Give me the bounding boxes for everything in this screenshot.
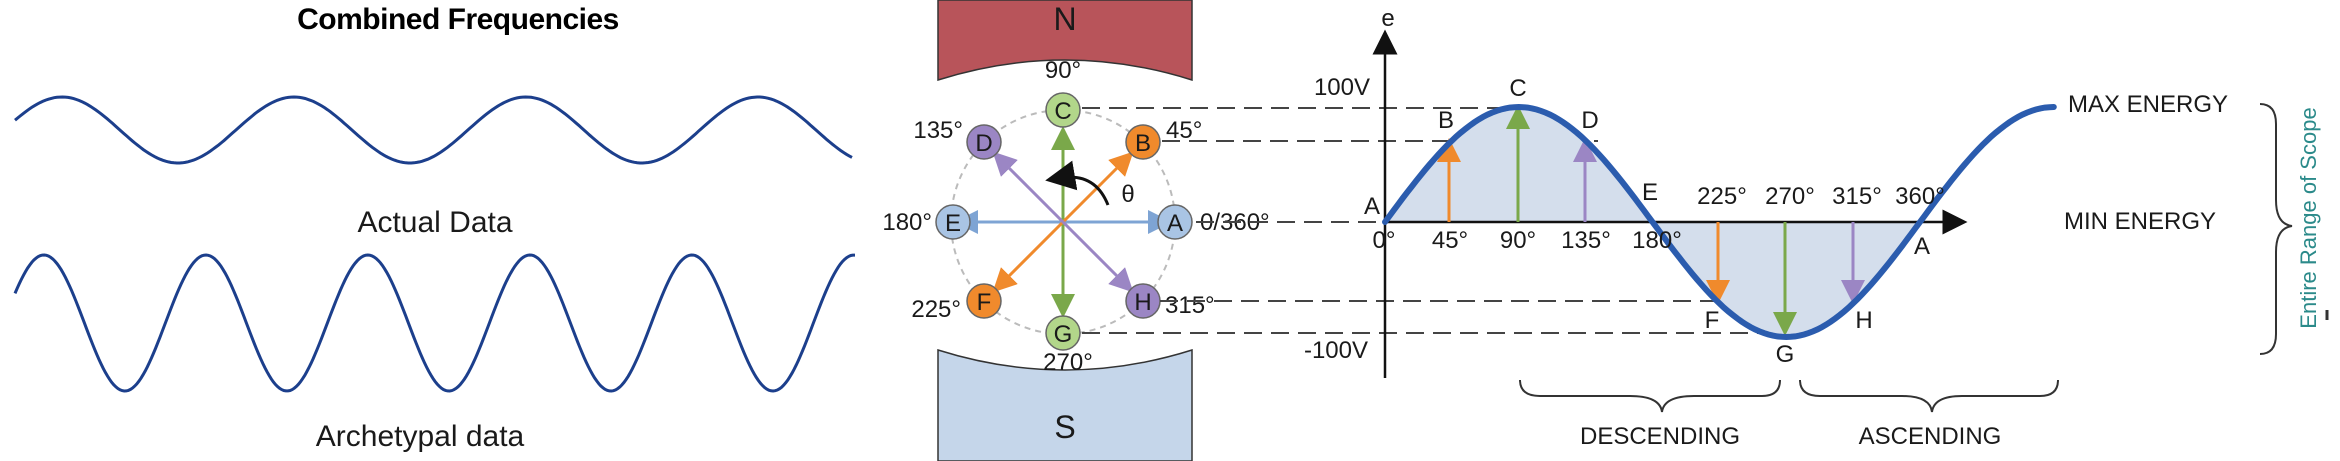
min-energy-label: MIN ENERGY xyxy=(2064,208,2216,235)
point-angle: 315° xyxy=(1165,292,1215,319)
point-node-h: H 315° xyxy=(1125,283,1215,319)
actual-data-wave xyxy=(14,95,853,165)
left-title: Combined Frequencies xyxy=(297,3,619,36)
point-angle: 225° xyxy=(911,296,961,323)
point-node-e: E 180° xyxy=(882,204,971,240)
x-tick: 0° xyxy=(1373,227,1396,254)
archetypal-data-caption: Archetypal data xyxy=(316,420,525,453)
x-tick: 135° xyxy=(1561,227,1611,254)
point-letter: B xyxy=(1135,130,1151,157)
curve-point-labels: A B C D E F G H A xyxy=(1364,75,1930,368)
point-letter: E xyxy=(945,210,961,237)
point-node-b: B 45° xyxy=(1125,117,1202,160)
curve-point-d: D xyxy=(1581,107,1598,134)
point-angle: 45° xyxy=(1166,117,1202,144)
south-pole xyxy=(937,348,1193,461)
point-letter: C xyxy=(1054,98,1071,125)
curve-point-e: E xyxy=(1642,179,1658,206)
x-tick: 180° xyxy=(1632,227,1682,254)
sine-curve xyxy=(1382,103,2057,341)
rotation-arrow xyxy=(1045,160,1110,206)
ascending-label: ASCENDING xyxy=(1859,423,2002,450)
scope-label: Entire Range of Scope xyxy=(2296,107,2321,328)
sine-graph: e 100V -100V 0° 45° 90° 135° 180° 225° 2… xyxy=(1304,5,2059,450)
vector-h xyxy=(1061,220,1134,293)
x-tick: 270° xyxy=(1765,183,1815,210)
point-node-d: D 135° xyxy=(913,117,1002,160)
curve-point-h: H xyxy=(1855,307,1872,334)
theta-label: θ xyxy=(1121,181,1134,208)
curve-point-g: G xyxy=(1776,341,1795,368)
point-letter: F xyxy=(977,289,992,316)
point-angle: 270° xyxy=(1043,349,1093,376)
point-node-f: F 225° xyxy=(911,283,1002,323)
point-node-c: C 90° xyxy=(1045,57,1081,128)
vector-f xyxy=(992,220,1065,293)
scope-brace xyxy=(2259,103,2293,355)
descending-brace xyxy=(1519,379,1781,413)
descending-label: DESCENDING xyxy=(1580,423,1740,450)
curve-point-c: C xyxy=(1509,75,1526,102)
minus-100v-label: -100V xyxy=(1304,337,1368,364)
energy-annotations: MAX ENERGY MIN ENERGY Entire Range of Sc… xyxy=(2064,91,2329,355)
plus-100v-label: 100V xyxy=(1314,74,1370,101)
point-angle: 180° xyxy=(882,209,932,236)
curve-point-b: B xyxy=(1438,107,1454,134)
actual-data-caption: Actual Data xyxy=(357,206,512,239)
x-tick: 360° xyxy=(1895,183,1945,210)
vector-b xyxy=(1061,151,1134,224)
point-angle: 135° xyxy=(913,117,963,144)
ascending-brace xyxy=(1799,379,2059,413)
max-energy-label: MAX ENERGY xyxy=(2068,91,2228,118)
generator-diagram: N S θ A 0/360° B 45° C 90° xyxy=(882,0,1270,461)
x-tick: 225° xyxy=(1697,183,1747,210)
y-axis-label: e xyxy=(1381,5,1394,32)
point-letter: D xyxy=(975,130,992,157)
curve-point-a-start: A xyxy=(1364,193,1380,220)
point-node-g: G 270° xyxy=(1043,315,1093,376)
point-letter: A xyxy=(1167,210,1183,237)
left-panel: Combined Frequencies Actual Data Archety… xyxy=(13,3,855,453)
archetypal-data-wave xyxy=(13,253,855,393)
curve-point-f: F xyxy=(1705,307,1720,334)
point-node-a: A 0/360° xyxy=(1157,204,1270,240)
north-label: N xyxy=(1053,1,1076,37)
vector-d xyxy=(992,151,1065,224)
x-tick: 315° xyxy=(1832,183,1882,210)
point-angle: 90° xyxy=(1045,57,1081,84)
north-pole xyxy=(937,0,1193,82)
x-tick: 45° xyxy=(1432,227,1468,254)
point-letter: H xyxy=(1134,289,1151,316)
point-letter: G xyxy=(1054,321,1073,348)
south-label: S xyxy=(1054,409,1075,445)
x-tick: 90° xyxy=(1500,227,1536,254)
x-tick-labels: 0° 45° 90° 135° 180° 225° 270° 315° 360° xyxy=(1373,183,1945,254)
curve-point-a-end: A xyxy=(1914,233,1930,260)
